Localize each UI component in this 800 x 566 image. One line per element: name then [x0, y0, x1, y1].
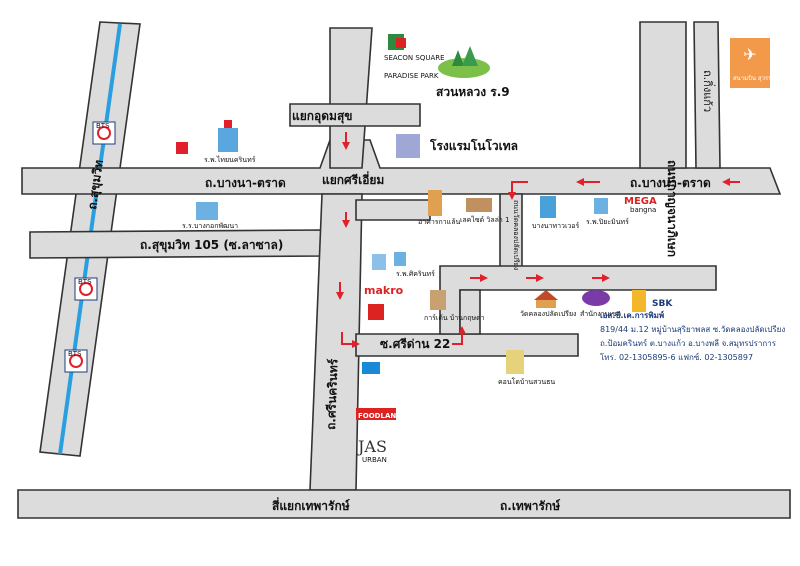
svg-text:บางนาทาวเวอร์: บางนาทาวเวอร์	[532, 222, 580, 230]
bts-station-2: BTS	[74, 277, 98, 301]
makro-logo: makro	[364, 284, 404, 297]
store-logo-icon	[362, 362, 380, 374]
label-canal-road: ถนนวัดคลองปลัดเปรียง	[512, 200, 520, 270]
svg-text:เลคไซด์ วิลล่า 1: เลคไซด์ วิลล่า 1	[460, 215, 510, 224]
svg-text:สวนหลวง ร.9: สวนหลวง ร.9	[436, 85, 510, 99]
route-arrows	[336, 132, 740, 348]
hospital-logo-icon	[176, 142, 188, 154]
srinakarin-hospital: ร.พ.ศิครินทร์	[372, 252, 435, 278]
label-udomsuk: แยกอุดมสุข	[292, 109, 352, 124]
road-bang-na-trat	[21, 139, 782, 195]
road-kanchanaphisek	[639, 21, 687, 169]
road-king-kaeo	[693, 21, 721, 169]
svg-text:JAS: JAS	[356, 437, 387, 456]
temple: วัดคลองปลัดเปรียง	[520, 290, 576, 318]
seacon-square-logo: SEACON SQUARE	[384, 34, 445, 62]
svg-text:ร.พ.ศิครินทร์: ร.พ.ศิครินทร์	[396, 270, 435, 278]
bts-station-1: BTS	[92, 121, 116, 145]
svg-text:ถ.ป้อมครินทร์ ต.บางแก้ว อ.บางพ: ถ.ป้อมครินทร์ ต.บางแก้ว อ.บางพลี จ.สมุทร…	[600, 338, 777, 348]
label-bang-na-trat-left: ถ.บางนา-ตราด	[205, 176, 286, 190]
svg-text:bangna: bangna	[630, 206, 656, 214]
road-network	[17, 21, 791, 519]
district-office: สำนักงานเขต	[580, 290, 622, 318]
piyavate-hospital: ร.พ.ปิยะมินทร์	[586, 198, 629, 226]
svg-text:ร.พ.ปิยะมินทร์: ร.พ.ปิยะมินทร์	[586, 218, 629, 226]
label-srinakarin: ถ.ศรีนครินทร์	[324, 358, 340, 430]
svg-text:คอนโดบ้านสวนธน: คอนโดบ้านสวนธน	[498, 377, 555, 386]
bangna-tower: บางนาทาวเวอร์	[532, 196, 580, 230]
building-a: อาคารกาแล้น	[418, 190, 460, 226]
road-udomsuk-cross	[289, 103, 421, 127]
airplane-icon: ✈	[743, 45, 756, 64]
sbk-printing-building: SBK	[632, 290, 673, 312]
label-kanchanaphisek: ถนนกาญจนาภิเษก	[665, 160, 679, 257]
paradise-park-logo: PARADISE PARK	[384, 72, 439, 80]
svg-text:MEGA: MEGA	[624, 196, 657, 207]
label-king-kaeo: ถ.กิ่งแก้ว	[701, 70, 716, 112]
bts-label: BTS	[96, 122, 110, 130]
bts-station-3: BTS	[64, 349, 88, 373]
svg-text:สนามบิน สุวรรณภูมิ: สนามบิน สุวรรณภูมิ	[733, 75, 785, 82]
label-bang-na-trat-right: ถ.บางนา-ตราด	[630, 176, 711, 190]
jas-urban: JAS URBAN	[356, 437, 387, 464]
svg-text:819/44 ม.12 หมู่บ้านสุริยาพลส: 819/44 ม.12 หมู่บ้านสุริยาพลส ซ.วัดคลองป…	[600, 325, 785, 335]
svg-text:URBAN: URBAN	[362, 456, 387, 464]
label-soi-sri-dan-22: ซ.ศรีด่าน 22	[380, 337, 450, 351]
foodland: FOODLAND	[356, 408, 402, 420]
garden-house-market: การ์เด้น บ้านกฤษดา	[424, 290, 485, 322]
condo: คอนโดบ้านสวนธน	[498, 350, 555, 386]
label-theparak: ถ.เทพารักษ์	[500, 499, 560, 513]
svg-text:FOODLAND: FOODLAND	[358, 412, 402, 420]
svg-text:SEACON SQUARE: SEACON SQUARE	[384, 54, 445, 62]
company-address: เอส.บี.เค.การพิมพ์ 819/44 ม.12 หมู่บ้านส…	[600, 310, 785, 362]
svg-text:เอส.บี.เค.การพิมพ์: เอส.บี.เค.การพิมพ์	[600, 310, 664, 320]
lakeside-villa: เลคไซด์ วิลล่า 1	[460, 198, 510, 224]
svg-text:สำนักงานเขต: สำนักงานเขต	[580, 310, 622, 318]
mega-bangna: MEGA bangna	[624, 196, 657, 214]
svg-text:โรงแรมโนโวเทล: โรงแรมโนโวเทล	[429, 138, 518, 153]
svg-text:การ์เด้น บ้านกฤษดา: การ์เด้น บ้านกฤษดา	[424, 314, 485, 322]
suan-luang-park: สวนหลวง ร.9	[436, 46, 510, 99]
label-theparak-junction: สี่แยกเทพารักษ์	[272, 497, 350, 513]
bangkok-patana-school: ร.ร.บางกอกพัฒนา	[182, 202, 238, 230]
svg-text:ร.พ.ไทยนครินทร์: ร.พ.ไทยนครินทร์	[204, 155, 256, 164]
road-inner-left	[355, 199, 431, 221]
store-logo-icon	[368, 304, 384, 320]
svg-text:โทร. 02-1305895-6 แฟกซ์. 02-1: โทร. 02-1305895-6 แฟกซ์. 02-1305897	[600, 352, 753, 362]
svg-text:อาคารกาแล้น: อาคารกาแล้น	[418, 218, 460, 226]
bts-label: BTS	[78, 278, 92, 286]
road-theparak	[17, 489, 791, 519]
novotel-hotel: โรงแรมโนโวเทล	[396, 134, 518, 158]
bts-label: BTS	[68, 350, 82, 358]
thai-nakarin-hospital: ร.พ.ไทยนครินทร์	[176, 120, 256, 164]
road-inner-v	[459, 289, 481, 335]
svg-text:วัดคลองปลัดเปรียง: วัดคลองปลัดเปรียง	[520, 310, 576, 318]
svg-text:SBK: SBK	[652, 299, 673, 309]
suvarnabhumi-airport: ✈ สนามบิน สุวรรณภูมิ	[730, 38, 785, 88]
label-sri-iam: แยกศรีเอี่ยม	[322, 171, 384, 187]
label-sukhumvit-105: ถ.สุขุมวิท 105 (ซ.ลาซาล)	[140, 238, 283, 253]
svg-text:ร.ร.บางกอกพัฒนา: ร.ร.บางกอกพัฒนา	[182, 222, 238, 230]
